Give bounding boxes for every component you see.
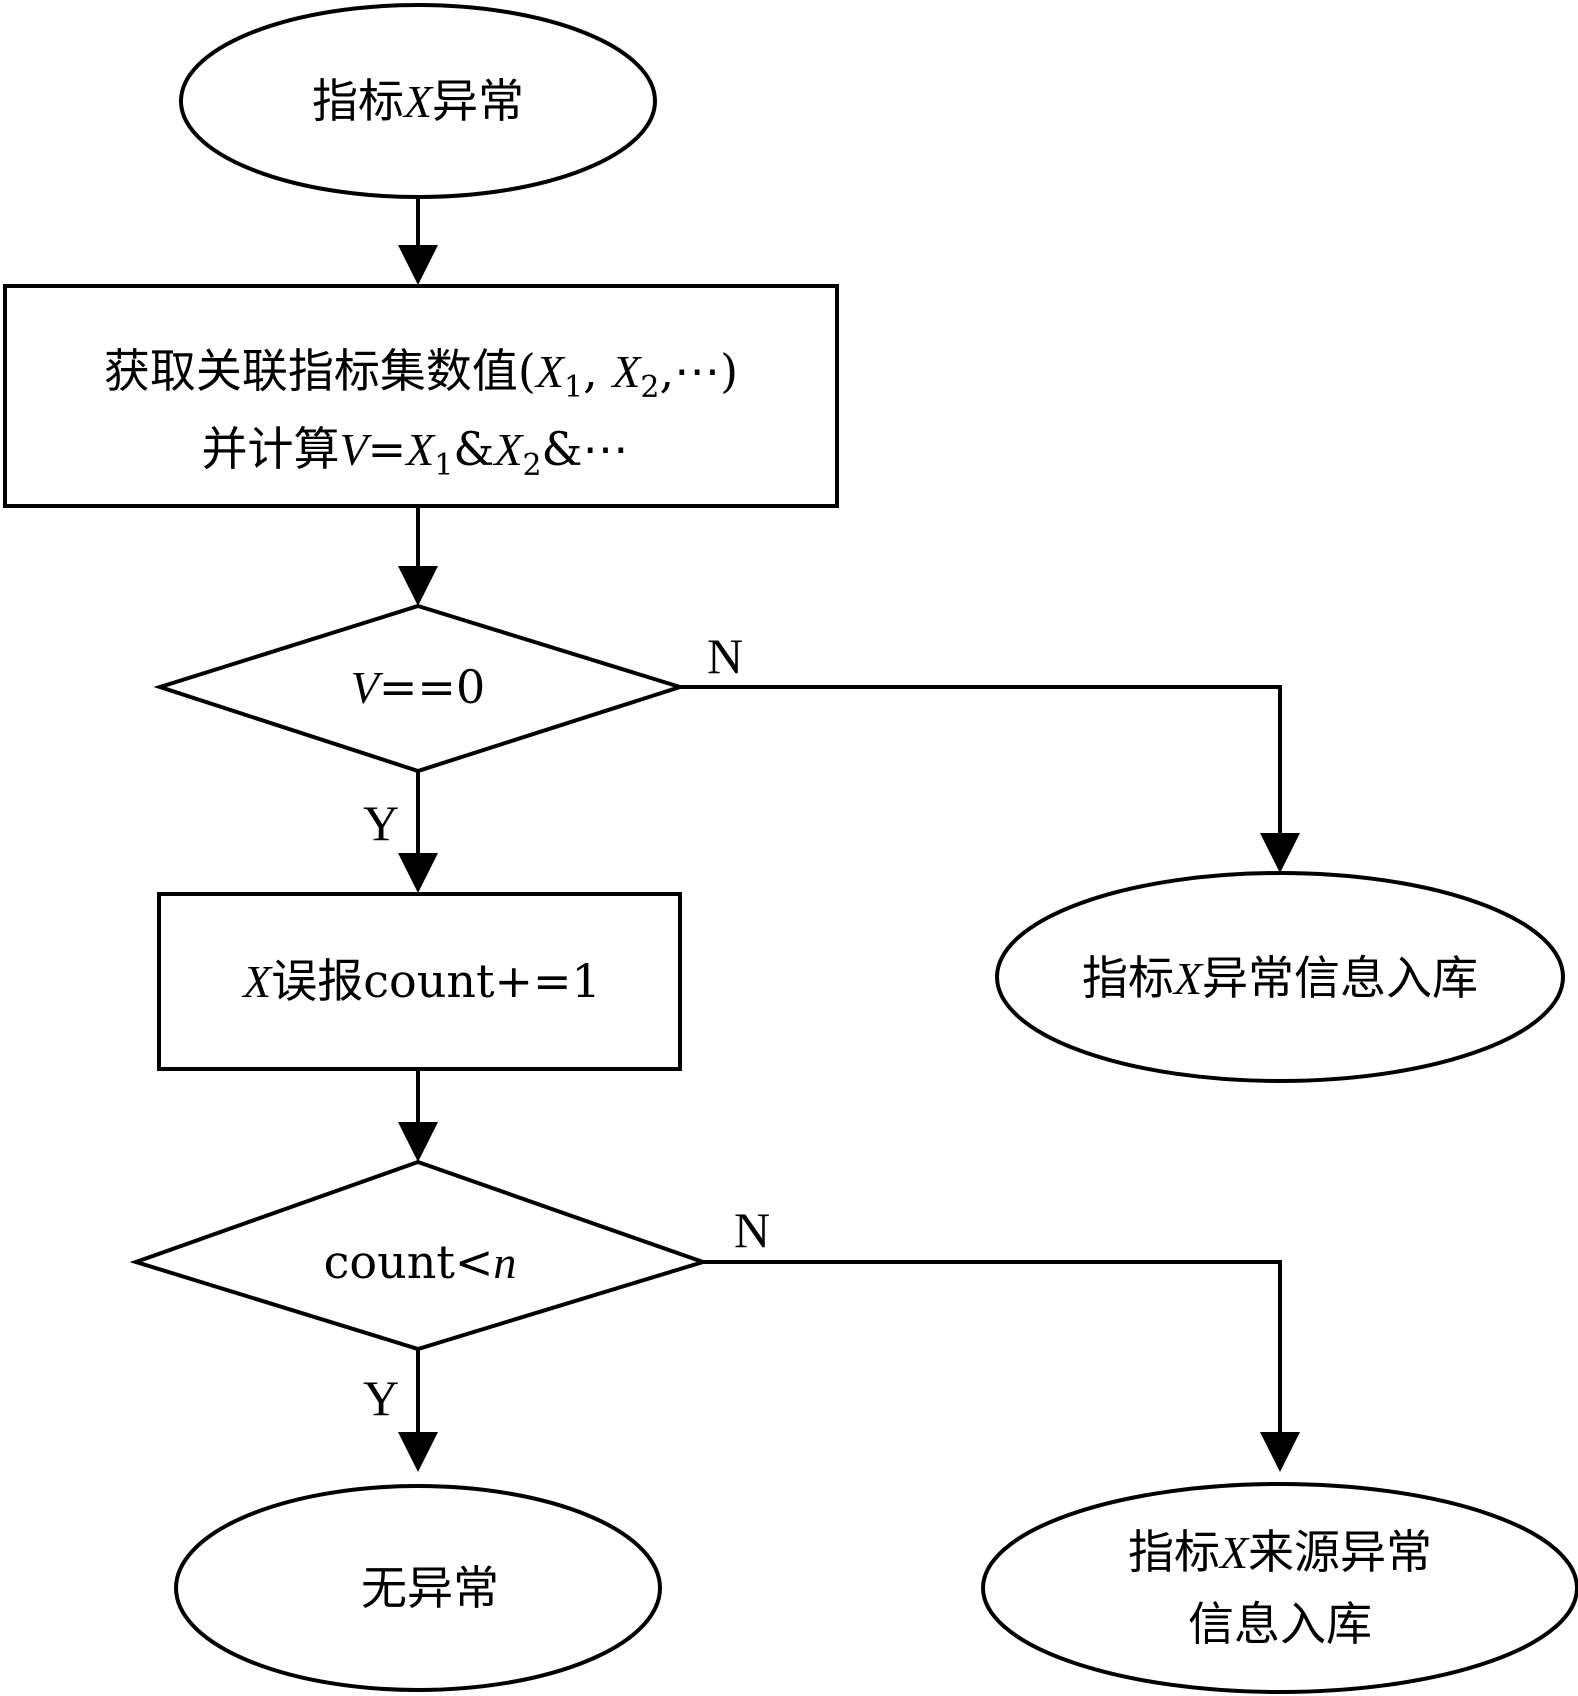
decision-count-no-label: N — [734, 1202, 770, 1258]
store-anomaly-node — [995, 871, 1565, 1083]
decision-v-no-label: N — [707, 628, 743, 684]
store-source-label-line1: 指标X来源异常 — [1128, 1525, 1432, 1579]
arrowhead-decision-v-no — [1260, 833, 1300, 873]
arrowhead-decision-count-no — [1260, 1432, 1300, 1472]
edge-decision-count-no — [703, 1260, 1282, 1432]
no-anomaly-node — [174, 1484, 662, 1692]
edge-decision-v-no — [680, 685, 1282, 833]
decision-count-label: count<n — [324, 1235, 517, 1289]
start-node — [179, 3, 657, 199]
decision-v-label: V==0 — [351, 660, 485, 714]
start-label: 指标X异常 — [312, 74, 524, 128]
decision-count-yes-label: Y — [363, 1370, 399, 1426]
decision-count-node — [129, 1159, 710, 1352]
arrowhead-start-to-fetch — [398, 245, 438, 285]
false-alarm-label: X误报count+=1 — [241, 954, 601, 1008]
store-source-label-line2: 信息入库 — [1188, 1597, 1372, 1651]
fetch-process-box — [3, 284, 839, 508]
arrowhead-false-alarm-to-decision-count — [398, 1122, 438, 1162]
store-source-node — [981, 1482, 1578, 1694]
no-anomaly-label: 无异常 — [361, 1561, 499, 1615]
decision-v-yes-label: Y — [363, 795, 399, 851]
false-alarm-process-box — [157, 892, 682, 1071]
arrowhead-fetch-to-decision-v — [398, 566, 438, 606]
arrowhead-decision-count-yes — [398, 1432, 438, 1472]
arrowhead-decision-v-yes — [398, 853, 438, 893]
decision-v-node — [153, 603, 687, 774]
fetch-label-line1: 获取关联指标集数值(X1, X2,⋯) — [104, 344, 738, 405]
store-anomaly-label: 指标X异常信息入库 — [1082, 951, 1478, 1005]
fetch-label-line2: 并计算V=X1&X2&⋯ — [202, 422, 629, 483]
